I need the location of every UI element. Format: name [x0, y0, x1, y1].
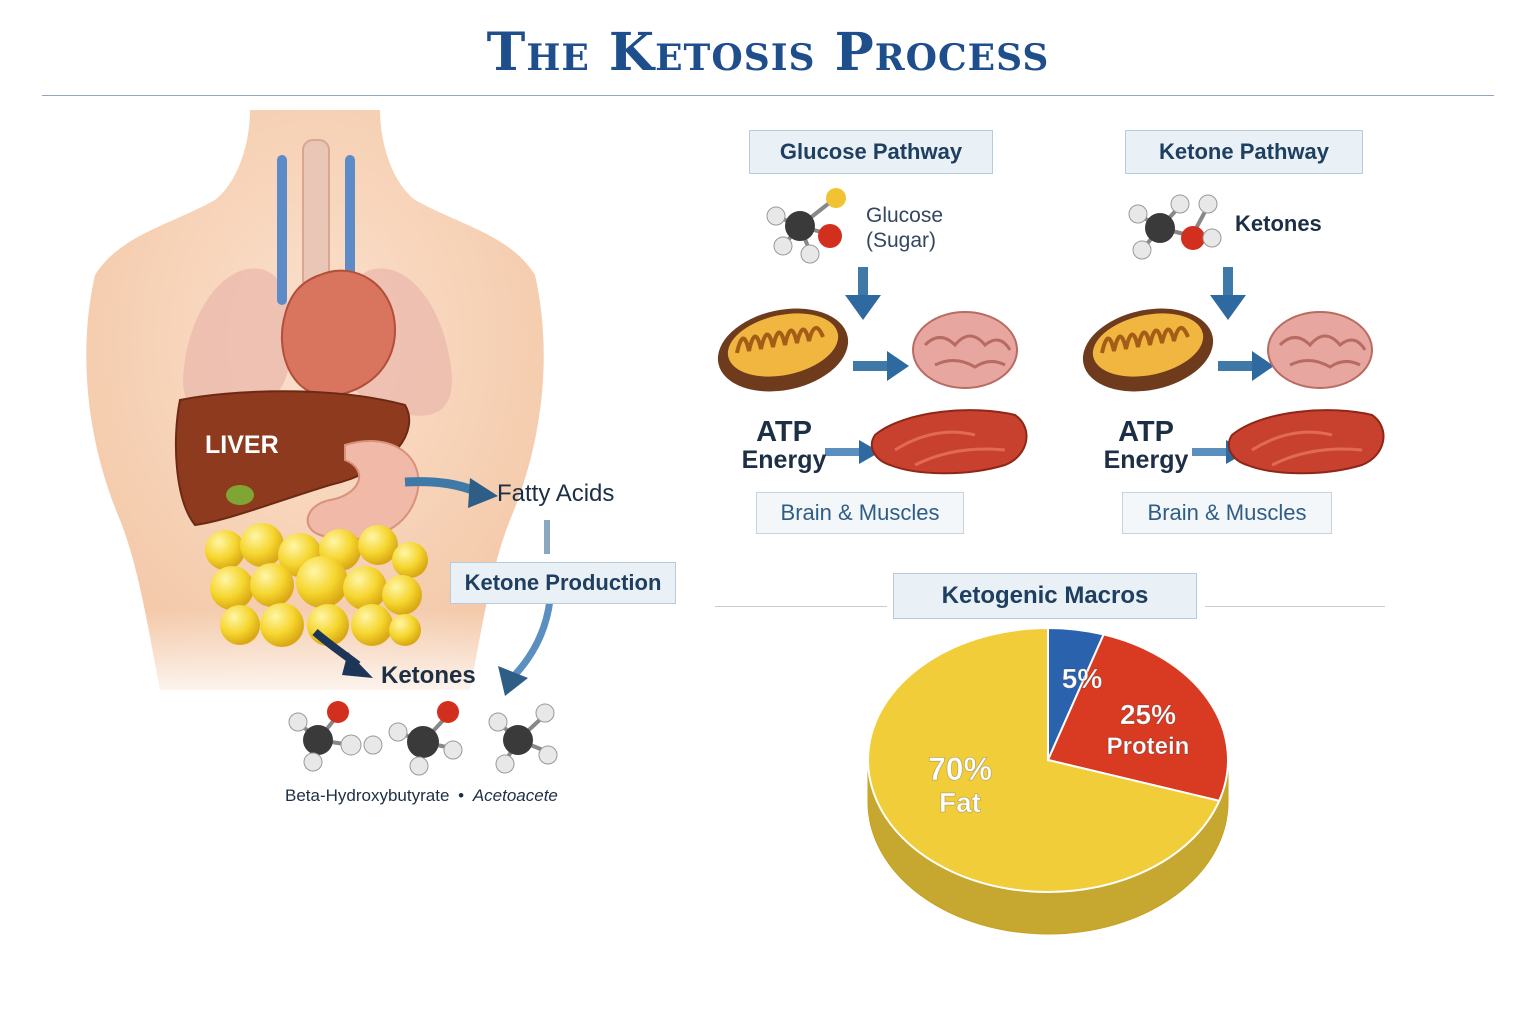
left-lung — [183, 268, 291, 416]
ketones-label: Ketones — [381, 662, 476, 689]
ketone-atp: ATP — [1118, 416, 1174, 448]
ketone-target-box: Brain & Muscles — [1122, 492, 1332, 534]
brain-icon — [912, 311, 1018, 389]
muscle-icon — [1227, 409, 1385, 475]
pie-label-fat-value: 70% — [928, 751, 992, 787]
molecule-bhb — [288, 701, 383, 772]
bhb-label: Beta-Hydroxybutyrate — [285, 786, 450, 805]
fat-cells — [205, 523, 428, 647]
ketone-pathway-header: Ketone Pathway — [1125, 130, 1363, 174]
macros-rule-right — [1205, 606, 1385, 607]
glucose-target-box: Brain & Muscles — [756, 492, 964, 534]
liver-label: LIVER — [205, 431, 279, 459]
ketone-molecule-icon — [1128, 194, 1222, 260]
mitochondrion-icon — [1082, 308, 1214, 392]
glucose-pathway-graphics — [717, 267, 1028, 475]
glucose-label: Glucose (Sugar) — [866, 203, 943, 253]
fatty-acids-label: Fatty Acids — [497, 480, 615, 507]
muscle-icon — [870, 409, 1028, 475]
title-divider — [42, 95, 1494, 96]
connector-line — [544, 520, 550, 554]
gallbladder — [226, 485, 254, 505]
caption-separator: • — [458, 786, 465, 805]
macros-header: Ketogenic Macros — [893, 573, 1197, 619]
glucose-label-line2: (Sugar) — [866, 229, 937, 252]
pie-slice-fat — [867, 626, 1221, 893]
ketone-molecules — [288, 701, 558, 776]
ketone-atp-label: ATP Energy — [1100, 416, 1192, 475]
glucose-label-line1: Glucose — [866, 204, 944, 227]
brain-icon — [1267, 311, 1373, 389]
macros-rule-left — [715, 606, 887, 607]
pie-slice-protein — [1046, 633, 1229, 802]
pie-label-protein-name: Protein — [1107, 733, 1190, 760]
molecule-acetoacetate — [388, 701, 463, 776]
glucose-atp-label: ATP Energy — [738, 416, 830, 475]
glucose-energy: Energy — [741, 446, 827, 474]
pie-label-protein-value: 25% — [1120, 699, 1176, 730]
ketone-energy: Energy — [1103, 446, 1189, 474]
glucose-molecule — [766, 188, 846, 264]
glucose-pathway-header: Glucose Pathway — [749, 130, 993, 174]
pie-label-fat-name: Fat — [939, 787, 981, 818]
mitochondrion-icon — [717, 308, 849, 392]
macros-pie-chart: 70%Fat 5% 25% Protein — [867, 626, 1229, 935]
pie-label-carb-value: 5% — [1062, 663, 1103, 694]
acetoacetate-label: Acetoacete — [472, 786, 558, 805]
ketone-types-caption: Beta-Hydroxybutyrate • Acetoacete — [285, 786, 558, 806]
human-torso-illustration — [80, 110, 560, 710]
ketone-production-box: Ketone Production — [450, 562, 676, 604]
glucose-atp: ATP — [756, 416, 812, 448]
ketone-fuel-label: Ketones — [1235, 211, 1322, 236]
page-title: The Ketosis Process — [486, 22, 1050, 83]
molecule-acetone — [488, 703, 558, 774]
ketone-pathway-graphics — [1082, 267, 1385, 475]
